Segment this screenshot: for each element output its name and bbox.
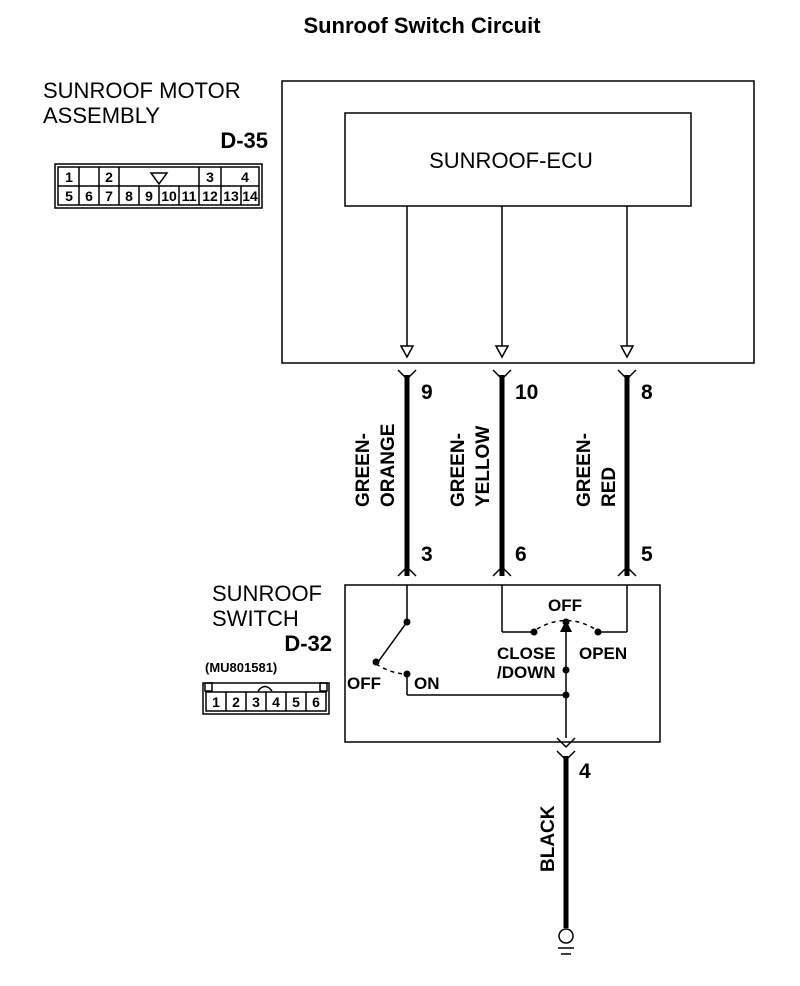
wire-color-green-yellow: GREEN- YELLOW	[448, 426, 494, 507]
ground-wire	[556, 737, 576, 955]
switch-conn-pin-2: 2	[232, 694, 240, 710]
harness-wires	[397, 369, 637, 577]
motor-connector-face: 1 2 3 4 5 6 7 8 9 10 11 12 13 14	[54, 163, 263, 209]
diagram-title: Sunroof Switch Circuit	[303, 13, 541, 38]
ecu-pin-10: 10	[515, 381, 538, 404]
motor-pin-7: 7	[105, 188, 113, 204]
ground-pin-4: 4	[579, 760, 591, 783]
switch-conn-pin-6: 6	[312, 694, 320, 710]
svg-text:RED: RED	[599, 467, 620, 507]
ecu-pin-8: 8	[641, 381, 653, 404]
slide-off-label: OFF	[548, 596, 582, 615]
svg-text:GREEN-: GREEN-	[353, 433, 374, 507]
svg-text:GREEN-: GREEN-	[574, 433, 595, 507]
slide-close-label: CLOSE	[497, 644, 556, 663]
motor-pin-13: 13	[223, 188, 239, 204]
motor-pin-8: 8	[125, 188, 133, 204]
wire-color-green-orange: GREEN- ORANGE	[353, 424, 399, 507]
ecu-internal-lines	[399, 206, 635, 359]
switch-label-line2: SWITCH	[212, 606, 299, 631]
svg-text:ORANGE: ORANGE	[378, 424, 399, 507]
switch-connector-face: 1 2 3 4 5 6	[202, 682, 330, 715]
ecu-label: SUNROOF-ECU	[429, 148, 593, 173]
tilt-on-label: ON	[414, 674, 440, 693]
wire-color-green-red: GREEN- RED	[574, 433, 620, 507]
ecu-box	[344, 112, 692, 207]
motor-pin-9: 9	[145, 188, 153, 204]
motor-pin-3: 3	[206, 169, 214, 185]
motor-connector-id: D-35	[220, 128, 268, 153]
slide-open-label: OPEN	[579, 644, 627, 663]
motor-pin-10: 10	[161, 188, 177, 204]
switch-part-number: (MU801581)	[205, 660, 277, 675]
svg-text:GREEN-: GREEN-	[448, 433, 469, 507]
motor-pin-12: 12	[202, 188, 218, 204]
switch-pin-5: 5	[641, 543, 653, 566]
switch-label-line1: SUNROOF	[212, 581, 322, 606]
motor-pin-1: 1	[65, 169, 73, 185]
motor-pin-11: 11	[182, 188, 197, 204]
switch-conn-pin-4: 4	[272, 694, 280, 710]
tilt-off-label: OFF	[347, 674, 381, 693]
switch-conn-pin-3: 3	[252, 694, 260, 710]
motor-assembly-label-line2: ASSEMBLY	[43, 103, 160, 128]
switch-connector-id: D-32	[284, 631, 332, 656]
slide-switch	[501, 585, 628, 738]
switch-pin-3: 3	[421, 543, 433, 566]
motor-pin-14: 14	[242, 188, 258, 204]
tilt-switch	[372, 585, 566, 696]
svg-text:YELLOW: YELLOW	[473, 426, 494, 507]
motor-pin-2: 2	[105, 169, 113, 185]
ecu-pin-9: 9	[421, 381, 433, 404]
motor-pin-5: 5	[65, 188, 73, 204]
motor-pin-4: 4	[241, 169, 249, 185]
motor-pin-6: 6	[85, 188, 93, 204]
motor-assembly-label-line1: SUNROOF MOTOR	[43, 78, 241, 103]
svg-text:BLACK: BLACK	[538, 805, 559, 872]
slide-down-label: /DOWN	[497, 663, 556, 682]
switch-conn-pin-1: 1	[212, 694, 220, 710]
switch-conn-pin-5: 5	[292, 694, 300, 710]
switch-pin-6: 6	[515, 543, 527, 566]
wire-color-black: BLACK	[538, 805, 559, 872]
